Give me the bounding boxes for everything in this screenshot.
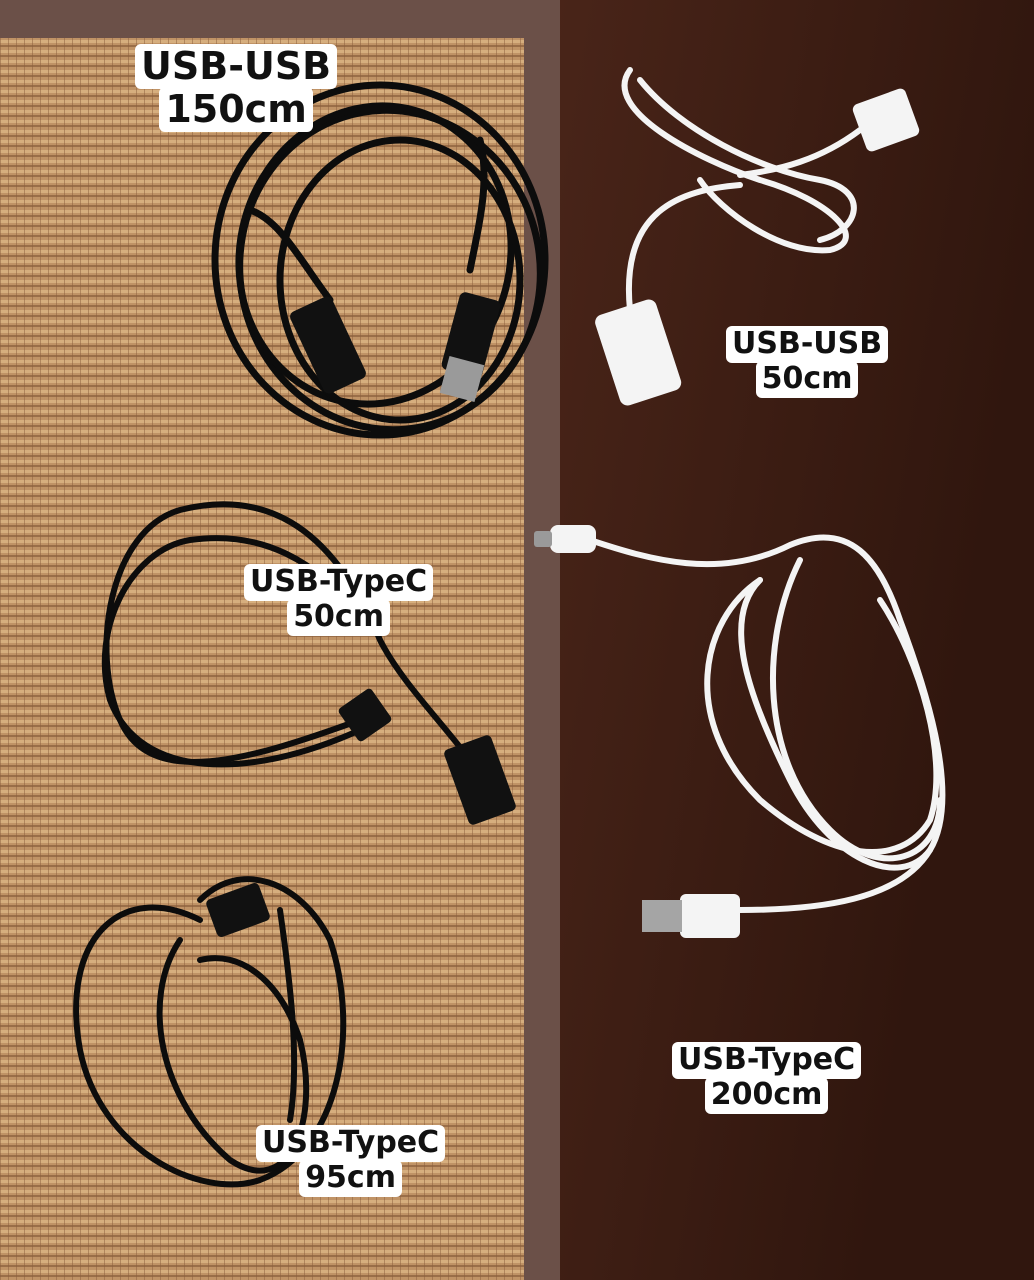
white-usb-usb-cable (621, 67, 863, 313)
white-usb-a-plug (852, 88, 920, 152)
label-black-usb-usb-line2: 150cm (159, 87, 313, 132)
black-typec-50-usb-a (444, 735, 516, 825)
label-black-typec-95-line2: 95cm (299, 1160, 402, 1197)
white-usb-c-tip (534, 531, 552, 547)
label-black-typec-50-line2: 50cm (287, 599, 390, 636)
black-usb-a-plug (441, 292, 501, 378)
label-white-usb-usb-line2: 50cm (755, 361, 859, 398)
black-usb-female (290, 296, 366, 394)
black-typec-95-usb-a (206, 883, 270, 937)
label-black-typec-95: USB-TypeC 95cm (256, 1125, 446, 1197)
label-black-typec-50: USB-TypeC 50cm (244, 564, 434, 636)
black-usb-usb-cable (211, 81, 549, 439)
white-typec-200-usb-a-metal (642, 900, 682, 932)
white-typec-200-usb-a (680, 894, 740, 938)
label-white-usb-usb-line1: USB-USB (726, 326, 889, 363)
white-typec-200-cable (587, 534, 946, 913)
label-black-usb-usb-line1: USB-USB (135, 44, 338, 89)
black-usb-a-metal (439, 355, 485, 403)
white-usb-female (595, 299, 682, 406)
label-black-usb-usb: USB-USB 150cm (135, 44, 338, 132)
white-usb-c-plug (550, 525, 596, 553)
label-white-typec-200-line1: USB-TypeC (672, 1042, 862, 1079)
black-typec-50-c-plug (338, 688, 392, 742)
label-white-typec-200-line2: 200cm (704, 1077, 829, 1114)
black-typec-50-cable (101, 501, 473, 768)
label-black-typec-95-line1: USB-TypeC (256, 1125, 446, 1162)
label-black-typec-50-line1: USB-TypeC (244, 564, 434, 601)
label-white-usb-usb: USB-USB 50cm (726, 326, 889, 398)
woven-mat (0, 38, 524, 1280)
label-white-typec-200: USB-TypeC 200cm (672, 1042, 862, 1114)
